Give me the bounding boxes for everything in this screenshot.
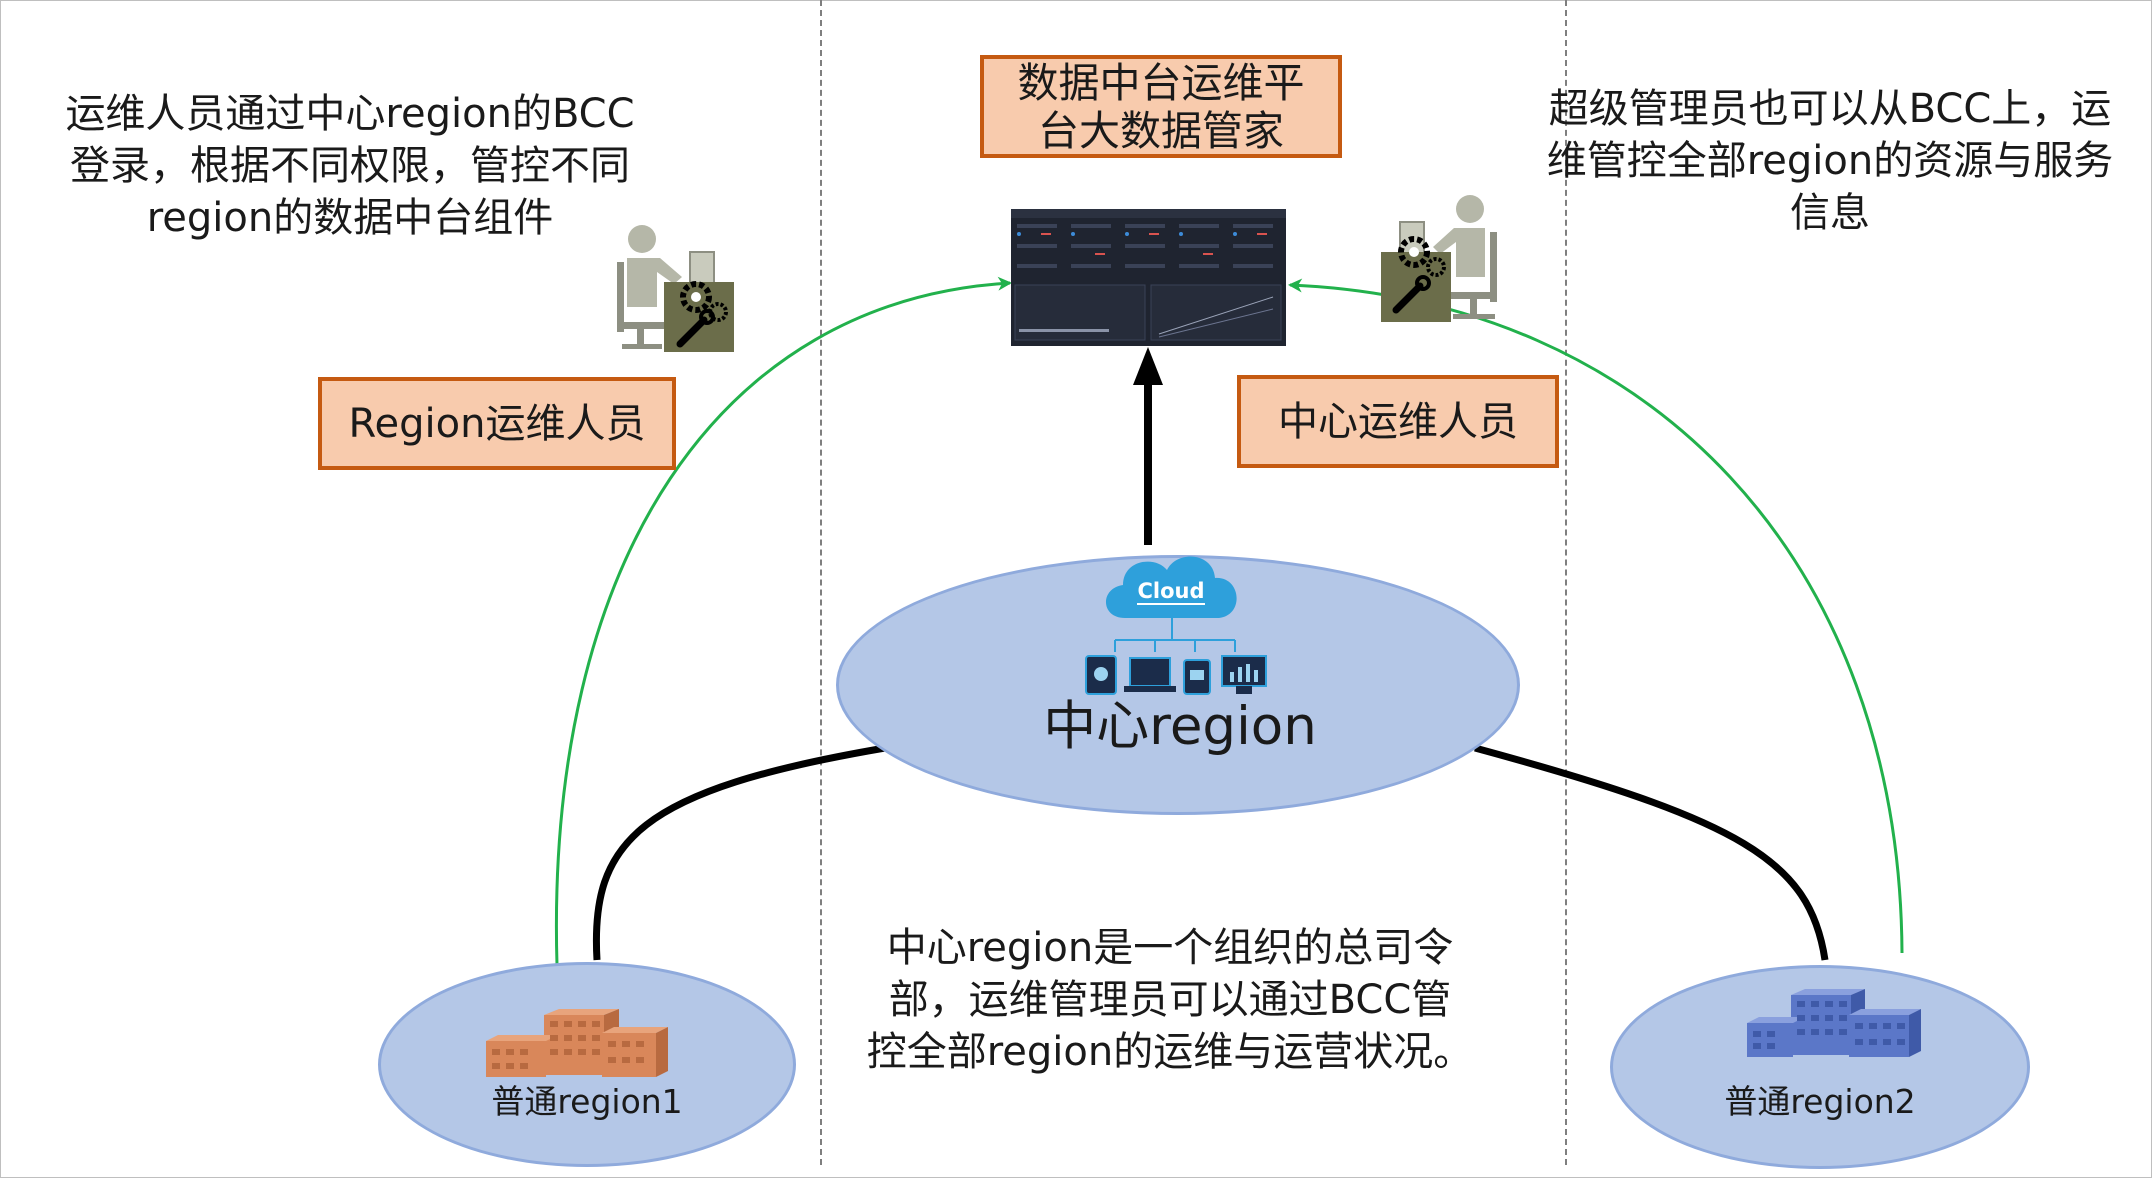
note-bottom-line-3: 控全部region的运维与运营状况。	[866, 1029, 1474, 1075]
arrow-head-up	[1133, 347, 1163, 385]
note-right-line-3: 信息	[1790, 190, 1870, 236]
dashboard-title-line-2: 台大数据管家	[1038, 106, 1284, 155]
region-ops-label: Region运维人员	[348, 400, 646, 447]
region-ops-box: Region运维人员	[318, 377, 676, 470]
central-ops-label: 中心运维人员	[1278, 398, 1518, 445]
dashboard-title-box: 数据中台运维平 台大数据管家	[980, 55, 1342, 158]
gear-wrench-icon-right	[1392, 236, 1446, 314]
divider-right	[1565, 0, 1567, 1165]
building-icon-region1	[486, 1009, 668, 1077]
dashboard-title-line-1: 数据中台运维平	[1017, 58, 1305, 107]
green-arrow-left	[554, 276, 1012, 966]
admin-person-icon-left	[617, 225, 734, 352]
region2-label: 普通region2	[1724, 1082, 1916, 1121]
device-icons	[1085, 655, 1267, 695]
note-bottom-line-1: 中心region是一个组织的总司令	[886, 925, 1454, 971]
note-left-line-1: 运维人员通过中心region的BCC	[65, 91, 635, 137]
note-bottom: 中心region是一个组织的总司令 部，运维管理员可以通过BCC管 控全部reg…	[860, 922, 1480, 1078]
note-left: 运维人员通过中心region的BCC 登录，根据不同权限，管控不同 region…	[40, 88, 660, 244]
note-bottom-line-2: 部，运维管理员可以通过BCC管	[888, 977, 1452, 1023]
link-central-region2	[1474, 744, 1829, 961]
note-left-line-3: region的数据中台组件	[146, 195, 554, 241]
central-region-label: 中心region	[1043, 696, 1317, 757]
central-ops-box: 中心运维人员	[1237, 375, 1559, 468]
link-region1-central	[592, 744, 886, 961]
note-left-line-2: 登录，根据不同权限，管控不同	[70, 143, 630, 189]
cloud-icon: Cloud	[1105, 556, 1237, 652]
divider-left	[820, 0, 822, 1165]
cloud-label: Cloud	[1137, 579, 1204, 603]
gear-wrench-icon	[676, 281, 728, 348]
admin-person-icon-right	[1381, 195, 1497, 322]
note-right: 超级管理员也可以从BCC上，运 维管控全部region的资源与服务 信息	[1520, 83, 2140, 239]
note-right-line-2: 维管控全部region的资源与服务	[1546, 138, 2114, 184]
dashboard-screen-icon	[1011, 209, 1286, 346]
region1-label: 普通region1	[491, 1082, 683, 1121]
note-right-line-1: 超级管理员也可以从BCC上，运	[1548, 86, 2112, 132]
building-icon-region2	[1747, 989, 1921, 1057]
